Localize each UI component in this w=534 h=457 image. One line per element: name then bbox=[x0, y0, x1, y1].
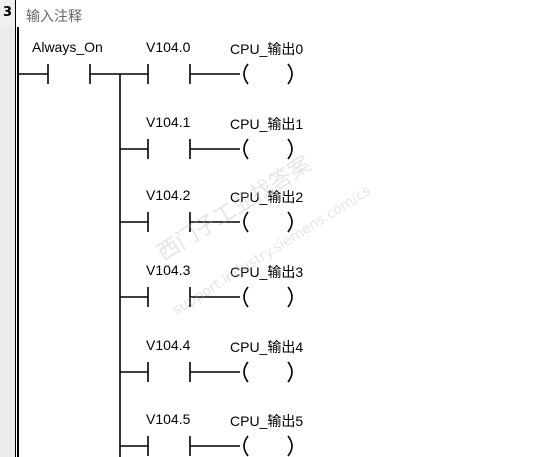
coil-5-left-arc bbox=[243, 435, 249, 457]
coil-4-right-arc bbox=[287, 361, 293, 383]
coil-label-3: CPU_输出3 bbox=[230, 264, 304, 280]
network-comment[interactable]: 输入注释 bbox=[26, 9, 82, 25]
coil-3-left-arc bbox=[243, 286, 249, 308]
coil-4-left-arc bbox=[243, 361, 249, 383]
coil-2-right-arc bbox=[287, 211, 293, 233]
contact-label-1: V104.1 bbox=[146, 114, 191, 130]
coil-2-left-arc bbox=[243, 211, 249, 233]
contact-label-always-on: Always_On bbox=[32, 39, 103, 55]
power-rail bbox=[0, 0, 19, 457]
coil-label-4: CPU_输出4 bbox=[230, 339, 304, 355]
contact-label-5: V104.5 bbox=[146, 411, 191, 427]
coil-label-0: CPU_输出0 bbox=[230, 41, 304, 57]
network-header: 3 输入注释 bbox=[0, 0, 534, 27]
contact-label-4: V104.4 bbox=[146, 337, 191, 353]
coil-0-right-arc bbox=[287, 63, 293, 85]
network-number: 3 bbox=[0, 0, 16, 27]
ladder-elements bbox=[47, 63, 293, 457]
coil-0-left-arc bbox=[243, 63, 249, 85]
coil-1-right-arc bbox=[287, 138, 293, 160]
coil-label-5: CPU_输出5 bbox=[230, 413, 304, 429]
ladder-wires bbox=[19, 73, 240, 457]
coil-3-right-arc bbox=[287, 286, 293, 308]
contact-label-3: V104.3 bbox=[146, 262, 191, 278]
coil-label-2: CPU_输出2 bbox=[230, 189, 304, 205]
contact-label-2: V104.2 bbox=[146, 187, 191, 203]
coil-1-left-arc bbox=[243, 138, 249, 160]
contact-label-0: V104.0 bbox=[146, 39, 191, 55]
coil-label-1: CPU_输出1 bbox=[230, 116, 304, 132]
coil-5-right-arc bbox=[287, 435, 293, 457]
